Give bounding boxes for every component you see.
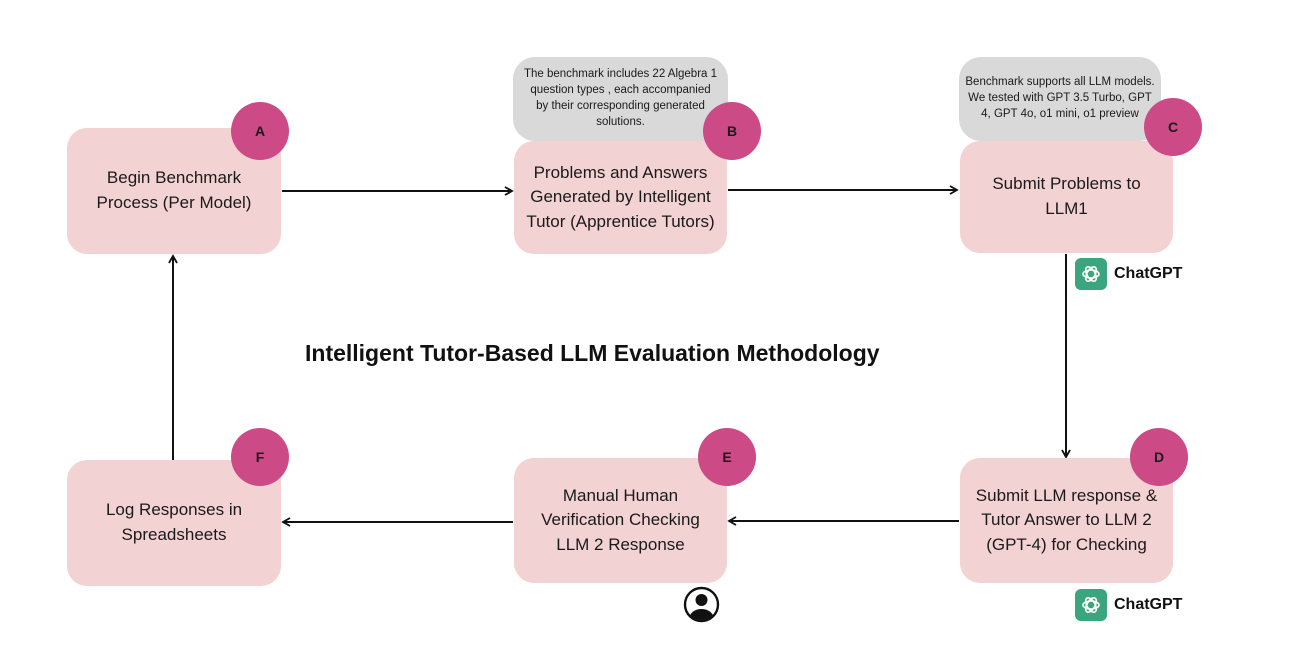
step-f-text: Log Responses in Spreadsheets [105, 500, 243, 544]
chatgpt-logo-d: ChatGPT [1075, 589, 1182, 621]
user-icon [683, 586, 720, 623]
badge-b: B [703, 102, 761, 160]
step-b-box: Problems and Answers Generated by Intell… [514, 141, 727, 254]
step-d-box: Submit LLM response & Tutor Answer to LL… [960, 458, 1173, 583]
badge-e: E [698, 428, 756, 486]
chatgpt-label: ChatGPT [1114, 596, 1183, 613]
chatgpt-icon [1075, 589, 1107, 621]
step-f-box: Log Responses in Spreadsheets [67, 460, 281, 586]
badge-f: F [231, 428, 289, 486]
badge-d: D [1130, 428, 1188, 486]
diagram-title: Intelligent Tutor-Based LLM Evaluation M… [305, 340, 880, 366]
step-a-text: Begin Benchmark Process (Per Model) [96, 168, 252, 212]
step-d-text: Submit LLM response & Tutor Answer to LL… [975, 485, 1158, 554]
step-e-text: Manual Human Verification Checking LLM 2… [541, 485, 700, 554]
step-e-box: Manual Human Verification Checking LLM 2… [514, 458, 727, 583]
chatgpt-icon [1075, 258, 1107, 290]
step-c-text: Submit Problems to LLM1 [992, 174, 1141, 218]
note-question-types: The benchmark includes 22 Algebra 1 ques… [513, 57, 728, 141]
step-a-box: Begin Benchmark Process (Per Model) [67, 128, 281, 254]
step-c-box: Submit Problems to LLM1 [960, 141, 1173, 253]
chatgpt-label: ChatGPT [1114, 265, 1183, 282]
badge-c: C [1144, 98, 1202, 156]
note-supported-models: Benchmark supports all LLM models. We te… [959, 57, 1161, 141]
chatgpt-logo-c: ChatGPT [1075, 258, 1182, 290]
badge-a: A [231, 102, 289, 160]
step-b-text: Problems and Answers Generated by Intell… [526, 162, 715, 231]
